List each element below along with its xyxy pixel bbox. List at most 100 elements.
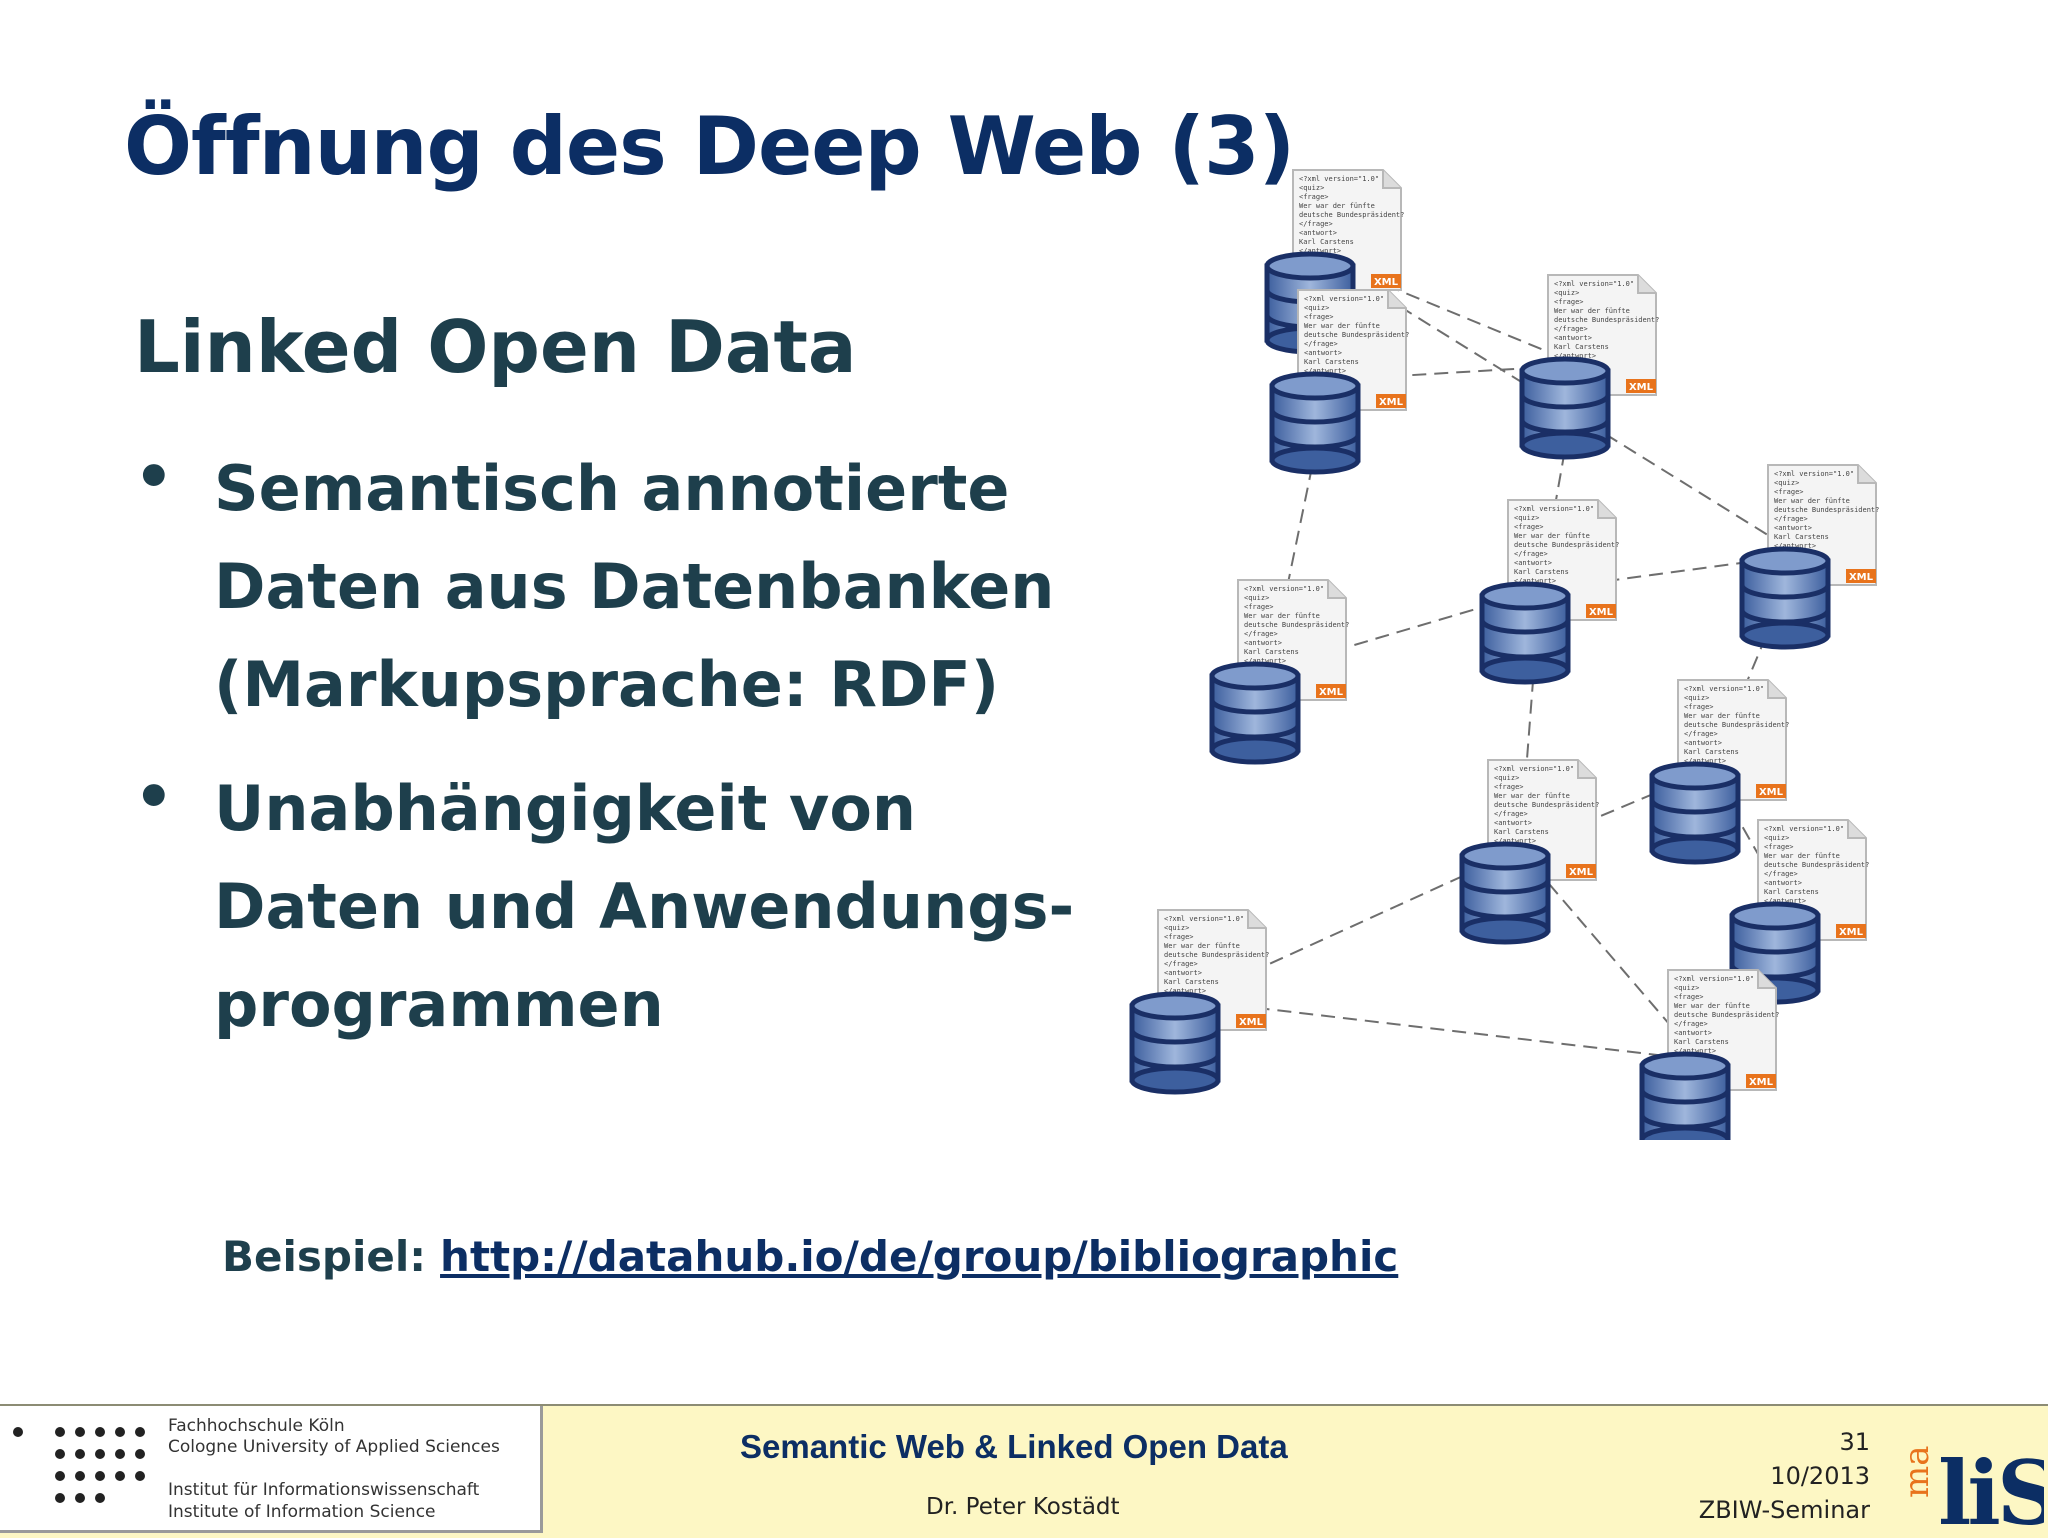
svg-text:</frage>: </frage> — [1774, 515, 1808, 523]
svg-text:Wer war der fünfte: Wer war der fünfte — [1299, 202, 1375, 210]
svg-text:XML: XML — [1319, 687, 1344, 698]
svg-text:Wer war der fünfte: Wer war der fünfte — [1764, 852, 1840, 860]
author-name: Dr. Peter Kostädt — [926, 1494, 1120, 1520]
svg-text:<frage>: <frage> — [1674, 993, 1704, 1001]
svg-text:</frage>: </frage> — [1554, 325, 1588, 333]
svg-text:Wer war der fünfte: Wer war der fünfte — [1774, 497, 1850, 505]
svg-text:<quiz>: <quiz> — [1764, 834, 1789, 842]
svg-text:<antwort>: <antwort> — [1774, 524, 1812, 532]
svg-text:XML: XML — [1239, 1017, 1264, 1028]
svg-text:liS: liS — [1938, 1441, 2044, 1532]
bullet-symbol: • — [134, 760, 174, 833]
svg-text:<frage>: <frage> — [1514, 523, 1544, 531]
svg-text:</frage>: </frage> — [1494, 810, 1528, 818]
svg-text:<quiz>: <quiz> — [1774, 479, 1799, 487]
svg-text:Karl Carstens: Karl Carstens — [1554, 343, 1609, 351]
svg-text:XML: XML — [1629, 382, 1654, 393]
svg-text:<antwort>: <antwort> — [1299, 229, 1337, 237]
svg-text:<antwort>: <antwort> — [1514, 559, 1552, 567]
svg-text:</antwort>: </antwort> — [1304, 367, 1346, 375]
svg-text:<antwort>: <antwort> — [1684, 739, 1722, 747]
svg-text:Wer war der fünfte: Wer war der fünfte — [1514, 532, 1590, 540]
svg-text:deutsche Bundespräsident?: deutsche Bundespräsident? — [1164, 951, 1269, 959]
svg-text:XML: XML — [1569, 867, 1594, 878]
database-xml-node: <?xml version="1.0"<quiz> <frage> Wer wa… — [1649, 679, 1789, 865]
svg-text:XML: XML — [1379, 397, 1404, 408]
svg-text:deutsche Bundespräsident?: deutsche Bundespräsident? — [1304, 331, 1409, 339]
svg-text:</antwort>: </antwort> — [1674, 1047, 1716, 1055]
bullet-line: Semantisch annotierte — [214, 452, 1010, 525]
svg-text:</frage>: </frage> — [1244, 630, 1278, 638]
institution-name-de: Fachhochschule Köln — [168, 1416, 345, 1436]
svg-text:</antwort>: </antwort> — [1554, 352, 1596, 360]
fh-dots-icon — [13, 1427, 145, 1503]
svg-text:<quiz>: <quiz> — [1299, 184, 1324, 192]
svg-text:</antwort>: </antwort> — [1494, 837, 1536, 845]
svg-text:deutsche Bundespräsident?: deutsche Bundespräsident? — [1674, 1011, 1779, 1019]
svg-text:Karl Carstens: Karl Carstens — [1514, 568, 1569, 576]
svg-text:<quiz>: <quiz> — [1304, 304, 1329, 312]
svg-text:<frage>: <frage> — [1554, 298, 1584, 306]
svg-text:XML: XML — [1589, 607, 1614, 618]
page-number: 31 — [1839, 1428, 1870, 1456]
malis-logo-icon: ma liS — [1904, 1441, 2044, 1532]
svg-text:<quiz>: <quiz> — [1494, 774, 1519, 782]
slide-date: 10/2013 — [1770, 1462, 1870, 1490]
svg-text:XML: XML — [1849, 572, 1874, 583]
svg-text:Karl Carstens: Karl Carstens — [1164, 978, 1219, 986]
svg-text:<frage>: <frage> — [1244, 603, 1274, 611]
svg-text:</frage>: </frage> — [1674, 1020, 1708, 1028]
svg-text:Wer war der fünfte: Wer war der fünfte — [1494, 792, 1570, 800]
svg-text:Karl Carstens: Karl Carstens — [1684, 748, 1739, 756]
institution-name-en: Cologne University of Applied Sciences — [168, 1437, 500, 1457]
svg-text:<?xml version="1.0": <?xml version="1.0" — [1514, 505, 1594, 513]
svg-text:Karl Carstens: Karl Carstens — [1304, 358, 1359, 366]
bullet-symbol: • — [134, 440, 174, 513]
course-title: Semantic Web & Linked Open Data — [740, 1428, 1288, 1465]
database-xml-node: <?xml version="1.0"<quiz> <frage> Wer wa… — [1479, 499, 1619, 685]
svg-text:<antwort>: <antwort> — [1764, 879, 1802, 887]
svg-text:</frage>: </frage> — [1514, 550, 1548, 558]
svg-text:</frage>: </frage> — [1299, 220, 1333, 228]
svg-text:<?xml version="1.0": <?xml version="1.0" — [1244, 585, 1324, 593]
svg-text:Karl Carstens: Karl Carstens — [1764, 888, 1819, 896]
svg-text:<antwort>: <antwort> — [1164, 969, 1202, 977]
svg-text:deutsche Bundespräsident?: deutsche Bundespräsident? — [1514, 541, 1619, 549]
network-link — [1189, 849, 1521, 1001]
svg-text:XML: XML — [1759, 787, 1784, 798]
network-link — [1709, 554, 1801, 771]
database-xml-node: <?xml version="1.0"<quiz> <frage> Wer wa… — [1129, 909, 1269, 1095]
example-link[interactable]: http://datahub.io/de/group/bibliographic — [440, 1232, 1399, 1281]
network-link — [1189, 999, 1701, 1061]
database-xml-node: <?xml version="1.0"<quiz> <frage> Wer wa… — [1739, 464, 1879, 650]
svg-text:<frage>: <frage> — [1164, 933, 1194, 941]
svg-text:</frage>: </frage> — [1684, 730, 1718, 738]
bullet-line: Daten aus Datenbanken — [214, 550, 1055, 623]
svg-text:<antwort>: <antwort> — [1554, 334, 1592, 342]
svg-text:Karl Carstens: Karl Carstens — [1494, 828, 1549, 836]
svg-text:</antwort>: </antwort> — [1244, 657, 1286, 665]
svg-text:Wer war der fünfte: Wer war der fünfte — [1244, 612, 1320, 620]
bullet-line: Unabhängigkeit von — [214, 772, 917, 845]
svg-text:<quiz>: <quiz> — [1554, 289, 1579, 297]
svg-text:Wer war der fünfte: Wer war der fünfte — [1674, 1002, 1750, 1010]
svg-text:<quiz>: <quiz> — [1244, 594, 1269, 602]
svg-text:</frage>: </frage> — [1304, 340, 1338, 348]
svg-text:</antwort>: </antwort> — [1684, 757, 1726, 765]
footer-bar: Fachhochschule Köln Cologne University o… — [0, 1404, 2048, 1538]
svg-text:deutsche Bundespräsident?: deutsche Bundespräsident? — [1764, 861, 1869, 869]
slide-title: Öffnung des Deep Web (3) — [124, 100, 1295, 193]
svg-text:Wer war der fünfte: Wer war der fünfte — [1164, 942, 1240, 950]
svg-text:<?xml version="1.0": <?xml version="1.0" — [1494, 765, 1574, 773]
svg-text:deutsche Bundespräsident?: deutsche Bundespräsident? — [1244, 621, 1349, 629]
database-xml-node: <?xml version="1.0"<quiz> <frage> Wer wa… — [1269, 289, 1409, 475]
svg-text:<?xml version="1.0": <?xml version="1.0" — [1674, 975, 1754, 983]
svg-text:Wer war der fünfte: Wer war der fünfte — [1554, 307, 1630, 315]
svg-text:</antwort>: </antwort> — [1514, 577, 1556, 585]
svg-text:<antwort>: <antwort> — [1494, 819, 1532, 827]
svg-text:<quiz>: <quiz> — [1514, 514, 1539, 522]
svg-text:deutsche Bundespräsident?: deutsche Bundespräsident? — [1299, 211, 1404, 219]
institute-name-en: Institute of Information Science — [168, 1502, 436, 1522]
database-xml-node: <?xml version="1.0"<quiz> <frage> Wer wa… — [1209, 579, 1349, 765]
svg-text:</antwort>: </antwort> — [1164, 987, 1206, 995]
